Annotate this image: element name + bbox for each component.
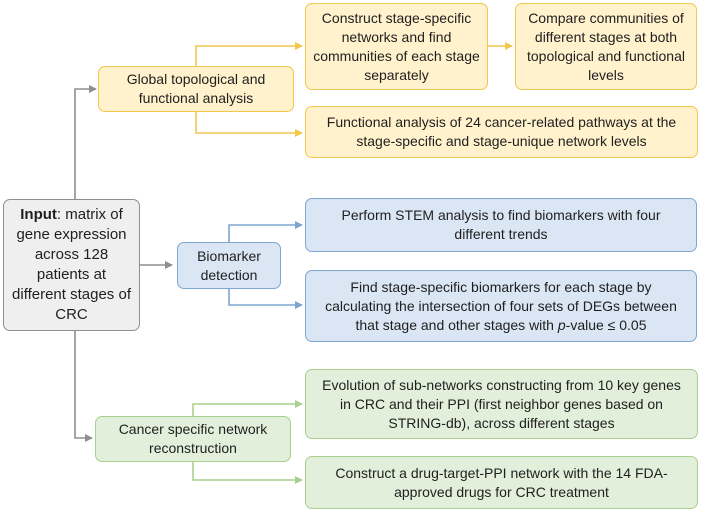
drug-network-text: Construct a drug-target-PPI network with… bbox=[335, 464, 668, 500]
arrow-input-to-network bbox=[74, 331, 93, 442]
p-symbol: p bbox=[557, 316, 566, 333]
input-description: : matrix of gene expression across 128 p… bbox=[12, 206, 131, 323]
biomarker-connectors bbox=[228, 221, 303, 309]
drug-network-box: Construct a drug-target-PPI network with… bbox=[305, 456, 698, 509]
construct-networks-text: Construct stage-specific networks and fi… bbox=[313, 9, 480, 83]
arrow-global-to-pathways bbox=[195, 112, 303, 137]
arrow-network-to-drug bbox=[192, 462, 303, 484]
stem-analysis-box: Perform STEM analysis to find biomarkers… bbox=[305, 198, 697, 252]
global-connectors bbox=[195, 42, 513, 137]
input-bold-label: Input bbox=[20, 206, 57, 223]
input-text: Input: matrix of gene expression across … bbox=[12, 205, 131, 325]
subnetwork-evolution-text: Evolution of sub-networks constructing f… bbox=[322, 376, 681, 431]
global-analysis-box: Global topological and functional analys… bbox=[98, 66, 294, 112]
compare-communities-text: Compare communities of different stages … bbox=[526, 9, 685, 83]
pathway-analysis-text: Functional analysis of 24 cancer-related… bbox=[326, 114, 677, 149]
global-analysis-label: Global topological and functional analys… bbox=[126, 71, 266, 106]
arrow-network-to-subnetworks bbox=[192, 400, 303, 416]
network-reconstruction-label: Cancer specific network reconstruction bbox=[118, 421, 268, 456]
stage-specific-biomarker-box: Find stage-specific biomarkers for each … bbox=[305, 270, 697, 342]
stage-specific-biomarker-text: Find stage-specific biomarkers for each … bbox=[322, 278, 680, 335]
subnetwork-evolution-box: Evolution of sub-networks constructing f… bbox=[305, 369, 698, 439]
arrow-biomarker-to-stage-specific bbox=[228, 289, 303, 309]
input-box: Input: matrix of gene expression across … bbox=[3, 199, 140, 331]
biomarker-detection-box: Biomarker detection bbox=[177, 242, 281, 289]
arrow-input-to-global bbox=[74, 85, 97, 199]
stem-analysis-text: Perform STEM analysis to find biomarkers… bbox=[341, 207, 661, 242]
input-connectors bbox=[74, 85, 173, 442]
stage-specific-text-end: -value ≤ 0.05 bbox=[565, 316, 647, 333]
network-reconstruction-box: Cancer specific network reconstruction bbox=[95, 416, 291, 462]
network-connectors bbox=[192, 400, 303, 484]
arrow-biomarker-to-stem bbox=[228, 221, 303, 242]
stage-specific-text-part: Find stage-specific biomarkers for each … bbox=[325, 278, 677, 333]
compare-communities-box: Compare communities of different stages … bbox=[515, 3, 697, 90]
biomarker-detection-label: Biomarker detection bbox=[197, 247, 261, 283]
construct-networks-box: Construct stage-specific networks and fi… bbox=[305, 3, 488, 90]
pathway-analysis-box: Functional analysis of 24 cancer-related… bbox=[305, 106, 698, 158]
arrow-global-to-construct bbox=[195, 42, 303, 66]
